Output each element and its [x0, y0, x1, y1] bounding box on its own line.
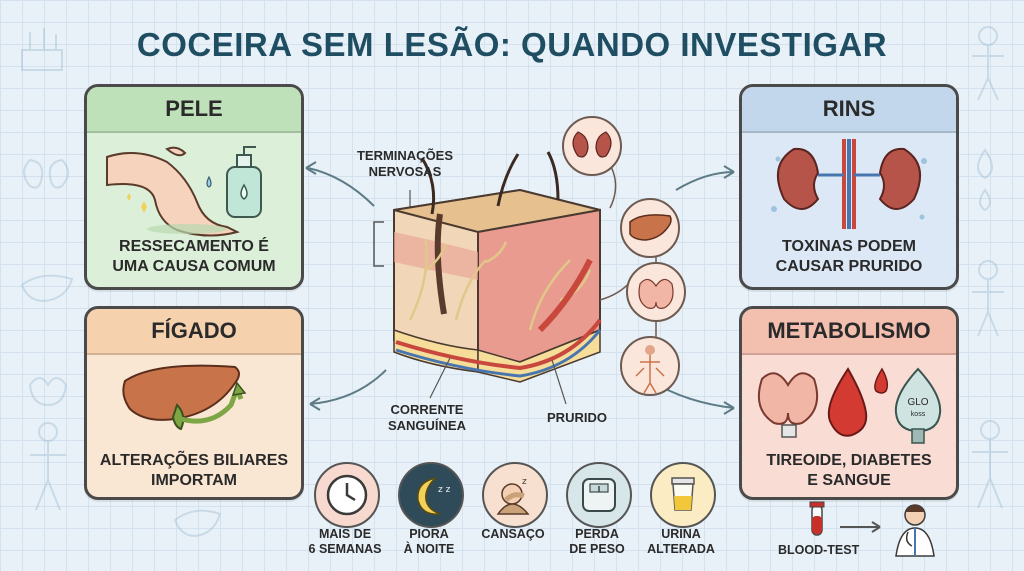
bloodstream-label-line-2: SANGUÍNEA — [387, 418, 466, 433]
body-silhouette-icon — [30, 422, 66, 511]
blood-drop-icon — [827, 367, 889, 437]
nerve-endings-label: TERMINAÇÕES NERVOSAS — [340, 148, 470, 180]
symptom-label-urine: URINA ALTERADA — [639, 527, 723, 557]
drop-icon — [977, 148, 993, 180]
organ-circle-liver — [620, 198, 680, 258]
symptom-label-weight-loss-line-2: DE PESO — [569, 542, 625, 556]
dry-skin-leg-icon — [106, 146, 262, 237]
svg-text:z: z — [522, 477, 527, 487]
tired-person-icon: z — [496, 477, 530, 515]
organ-circle-kidney — [562, 116, 622, 176]
thyroid-icon — [758, 372, 818, 438]
panel-figado: FÍGADO ALTERAÇÕES BILIARES IMPORTAM — [84, 306, 304, 500]
arrow-to-pele — [307, 167, 375, 207]
symptom-label-urine-line-2: ALTERADA — [647, 542, 715, 556]
panel-figado-caption-line-2: IMPORTAM — [151, 472, 237, 489]
skin-cross-section — [393, 151, 602, 383]
liver-icon — [20, 274, 74, 303]
page-title: COCEIRA SEM LESÃO: QUANDO INVESTIGAR — [136, 26, 888, 63]
panel-rins-caption-line-1: TOXINAS PODEM — [782, 238, 916, 255]
body-silhouette-icon — [972, 26, 1004, 101]
drop-icon — [979, 188, 991, 212]
clock-icon — [326, 474, 368, 516]
panel-figado-title: FÍGADO — [87, 309, 301, 355]
bloodstream-label: CORRENTE SANGUÍNEA — [372, 402, 482, 434]
svg-text:z z: z z — [438, 485, 451, 495]
lotion-bottle-icon — [226, 146, 262, 218]
glucose-tag-line-1: GLO — [907, 397, 928, 408]
symptom-label-tiredness-line-1: CANSAÇO — [481, 527, 545, 541]
symptom-night: z z — [398, 462, 464, 528]
bloodstream-label-line-1: CORRENTE — [390, 402, 464, 417]
panel-pele-title: PELE — [87, 87, 301, 133]
test-tube-icon — [809, 501, 825, 536]
nerve-endings-label-line-2: NERVOSAS — [368, 164, 442, 179]
panel-pele-caption-line-1: RESSECAMENTO É — [119, 238, 269, 255]
symptom-label-night-line-2: À NOITE — [403, 542, 455, 556]
symptom-clock — [314, 462, 380, 528]
symptom-label-night: PIORA À NOITE — [387, 527, 471, 557]
organ-circle-thyroid — [626, 262, 686, 322]
liver-icon — [173, 509, 222, 538]
blood-test-label: BLOOD-TEST — [778, 543, 860, 557]
panel-figado-caption-line-1: ALTERAÇÕES BILIARES — [99, 452, 289, 469]
symptom-label-clock: MAIS DE 6 SEMANAS — [303, 527, 387, 557]
panel-metabolismo-caption-line-2: E SANGUE — [807, 472, 891, 489]
panel-metabolismo: METABOLISMO GLO koss TIREOIDE, DIABETES … — [739, 306, 959, 500]
symptom-urine — [650, 462, 716, 528]
panel-pele: PELE RESSECAMENTO É UMA CAUSA COMUM — [84, 84, 304, 290]
panel-metabolismo-title: METABOLISMO — [742, 309, 956, 355]
body-silhouette-icon — [972, 420, 1008, 509]
itch-label: PRURIDO — [547, 410, 607, 425]
organ-circle-nervous-system — [620, 336, 680, 396]
metabolism-art: GLO koss — [758, 367, 942, 444]
panel-rins: RINS TOXINAS PODEM CAUSAR PRURIDO — [739, 84, 959, 290]
nerve-endings-label-line-1: TERMINAÇÕES — [356, 148, 454, 163]
scale-icon — [582, 478, 616, 512]
arrow-to-figado — [309, 369, 387, 405]
symptom-label-clock-line-2: 6 SEMANAS — [308, 542, 382, 556]
arrow-to-rins — [675, 171, 735, 191]
kidneys-icon — [771, 139, 927, 229]
symptom-label-night-line-1: PIORA — [409, 527, 449, 541]
urine-cup-icon — [671, 477, 695, 511]
glucose-tag-line-2: koss — [911, 411, 926, 418]
skin-block-icon — [21, 28, 63, 71]
panel-pele-caption-line-2: UMA CAUSA COMUM — [112, 258, 276, 275]
thyroid-icon — [28, 377, 68, 407]
doctor-icon — [895, 504, 935, 557]
symptom-weight-loss — [566, 462, 632, 528]
symptom-label-tiredness: CANSAÇO — [471, 527, 555, 542]
moon-icon: z z — [417, 477, 451, 515]
panel-metabolismo-caption-line-1: TIREOIDE, DIABETES — [766, 452, 932, 469]
panel-rins-caption-line-2: CAUSAR PRURIDO — [775, 258, 923, 275]
liver-gallbladder-icon — [122, 364, 247, 431]
glucose-drop-icon: GLO koss — [894, 367, 942, 444]
panel-rins-title: RINS — [742, 87, 956, 133]
symptom-label-clock-line-1: MAIS DE — [318, 527, 372, 541]
nerve-bracket — [373, 221, 384, 267]
kidney-icon — [23, 158, 69, 189]
symptom-label-weight-loss: PERDA DE PESO — [555, 527, 639, 557]
symptom-tiredness: z — [482, 462, 548, 528]
symptom-label-urine-line-1: URINA — [661, 527, 701, 541]
symptom-label-weight-loss-line-1: PERDA — [575, 527, 619, 541]
body-silhouette-icon — [972, 260, 1004, 337]
